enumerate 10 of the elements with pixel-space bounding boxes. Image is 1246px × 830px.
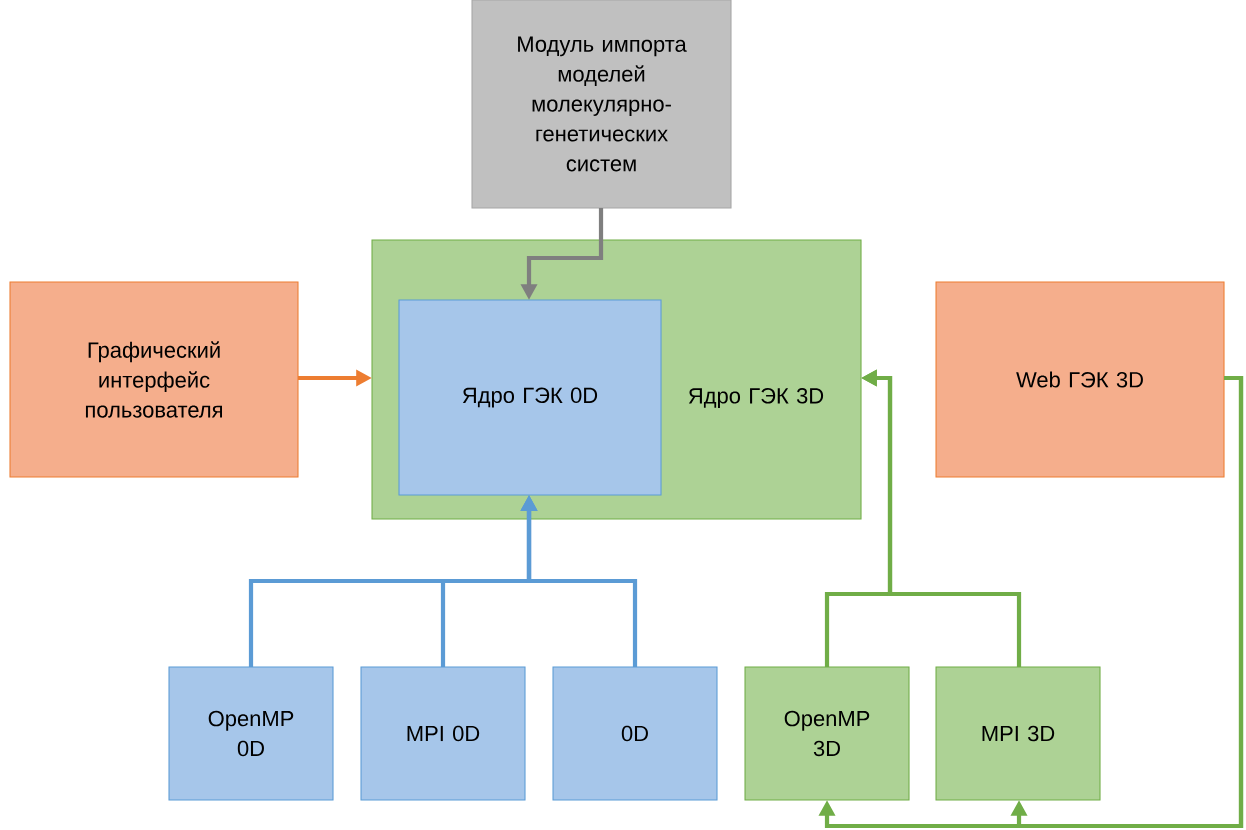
module-box: OpenMP 3D — [744, 666, 910, 801]
module-box: 0D — [552, 666, 718, 801]
module-box: OpenMP 0D — [168, 666, 334, 801]
module-box: MPI 3D — [935, 666, 1101, 801]
interface-box: Графический интерфейс пользователя — [9, 281, 299, 478]
web-box: Web ГЭК 3D — [935, 281, 1225, 478]
module-box: Модуль импорта моделей молекулярно-генетических систем — [471, 0, 732, 209]
core-box: Ядро ГЭК 0D — [398, 299, 662, 496]
arrow — [1010, 375, 1244, 829]
module-box: MPI 0D — [360, 666, 526, 801]
